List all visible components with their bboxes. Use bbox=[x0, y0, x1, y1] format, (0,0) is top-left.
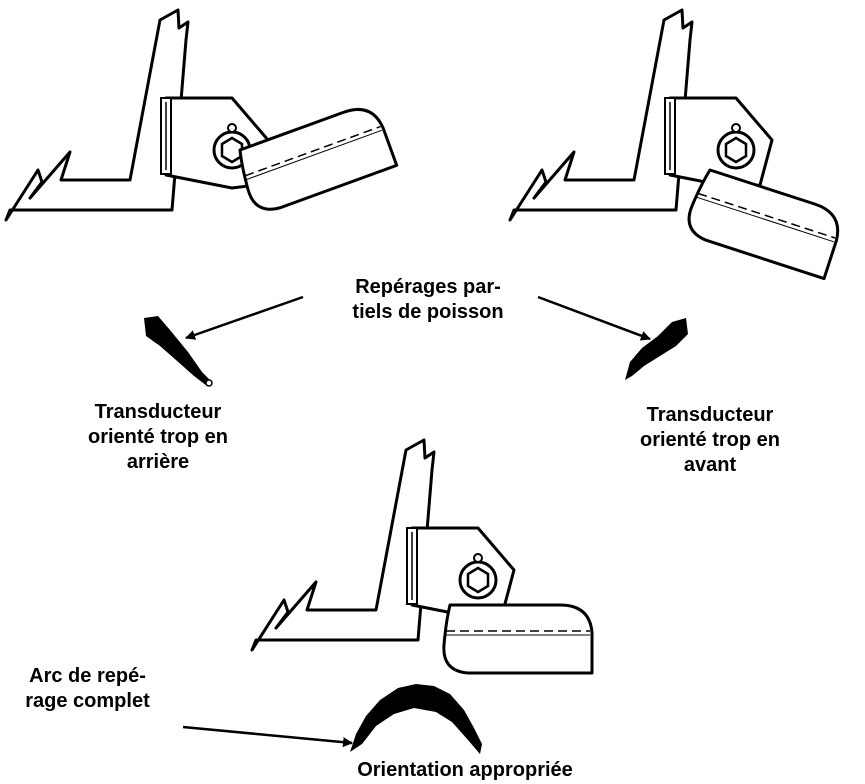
arrow-to-left-arch bbox=[185, 295, 304, 340]
transducer-tilted-forward bbox=[508, 8, 847, 281]
label-arc-line1: Arc de repé- bbox=[29, 665, 146, 687]
label-partial-line2: tiels de poisson bbox=[352, 301, 504, 323]
label-arc-line2: rage complet bbox=[25, 690, 150, 712]
label-full-arch: Arc de repé- rage complet bbox=[5, 664, 170, 714]
label-proper-line1: Orientation appropriée bbox=[357, 759, 573, 781]
label-transducer-back: Transducteur orienté trop en arrière bbox=[58, 400, 258, 475]
transducer-tilted-back bbox=[4, 8, 399, 222]
label-back-line3: arrière bbox=[126, 451, 190, 473]
label-forward-line2: orienté trop en bbox=[639, 429, 780, 451]
partial-arch-right bbox=[625, 318, 688, 380]
label-back-line1: Transducteur bbox=[94, 401, 222, 423]
arrow-to-full-arch bbox=[182, 725, 353, 748]
transducer-proper bbox=[250, 438, 594, 675]
full-arch bbox=[350, 684, 482, 754]
label-partial-fish-arches: Repérages par- tiels de poisson bbox=[318, 275, 538, 325]
label-proper-orientation: Orientation appropriée bbox=[350, 758, 580, 783]
label-forward-line1: Transducteur bbox=[646, 404, 774, 426]
label-back-line2: orienté trop en bbox=[87, 426, 228, 448]
label-forward-line3: avant bbox=[683, 454, 737, 476]
arrow-to-right-arch bbox=[537, 295, 651, 341]
label-partial-line1: Repérages par- bbox=[355, 276, 501, 298]
partial-arch-left bbox=[144, 316, 213, 387]
label-transducer-forward: Transducteur orienté trop en avant bbox=[610, 403, 810, 478]
